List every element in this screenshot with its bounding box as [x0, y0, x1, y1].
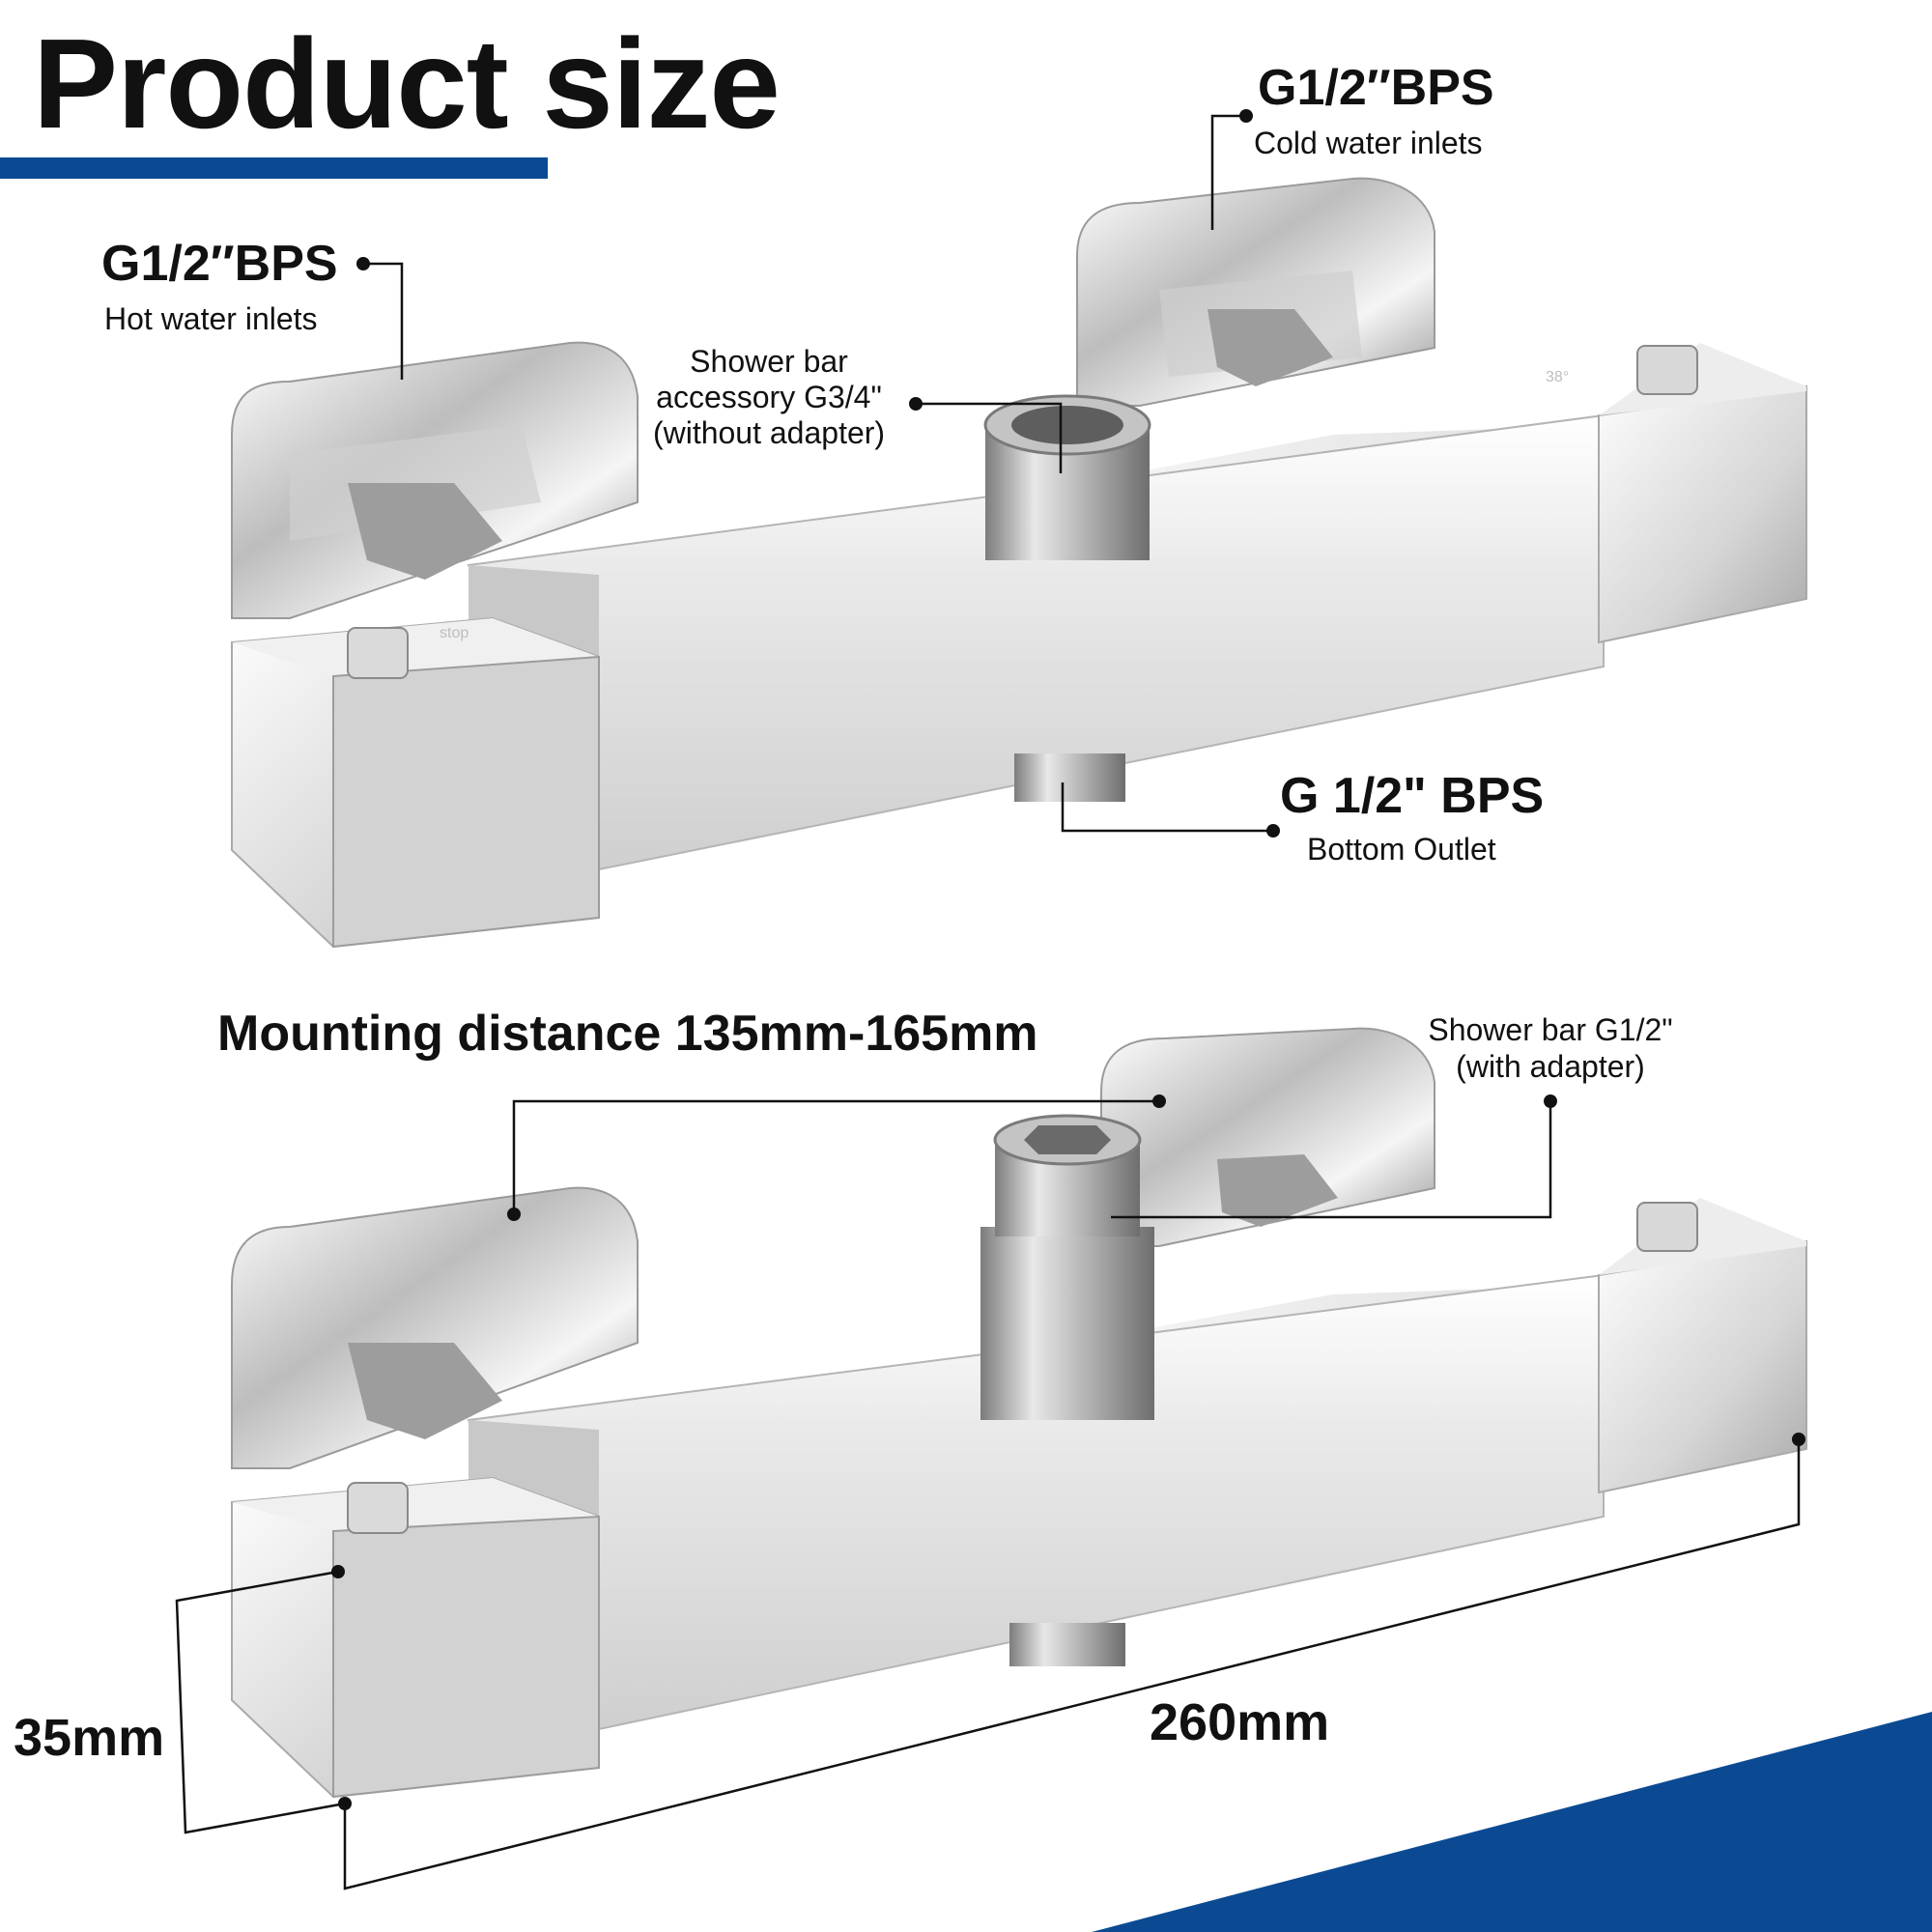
shower-bar-adapter-line2: (with adapter) — [1456, 1049, 1645, 1084]
shower-bar-top-line2: accessory G3/4" — [656, 380, 882, 414]
page-title: Product size — [33, 13, 781, 155]
adapter-pipe — [980, 1227, 1154, 1420]
mounting-distance-label: Mounting distance 135mm-165mm — [217, 1006, 1038, 1062]
corner-accent-light — [1043, 1700, 1932, 1932]
bottom-outlet-desc: Bottom Outlet — [1307, 832, 1496, 867]
shower-bar-top-line3: (without adapter) — [652, 415, 886, 450]
top-faucet: 38° stop — [231, 177, 1807, 949]
cold-inlet-desc: Cold water inlets — [1254, 126, 1483, 160]
temperature-dial-icon: 38° — [1546, 369, 1569, 385]
bottom-faucet — [231, 1027, 1807, 1799]
hot-stop-button — [347, 627, 409, 679]
hot-inlet-desc: Hot water inlets — [104, 301, 318, 336]
bottom-outlet-spec: G 1/2" BPS — [1280, 768, 1545, 824]
callout-dots — [331, 109, 1805, 1810]
title-underline — [0, 157, 548, 179]
bottom-outlet-pipe — [1014, 753, 1125, 802]
length-dimension: 260mm — [1150, 1693, 1330, 1751]
callout-lines — [175, 114, 1801, 1890]
shower-bar-adapter-line1: Shower bar G1/2" — [1428, 1012, 1673, 1047]
shower-bar-top-line1: Shower bar — [690, 344, 848, 379]
cold-stop-button — [1636, 345, 1698, 395]
cold-inlet-spec: G1/2″BPS — [1258, 60, 1494, 116]
hot-inlet-spec: G1/2″BPS — [101, 236, 338, 292]
height-dimension: 35mm — [14, 1709, 165, 1767]
shower-head-icon: stop — [440, 625, 469, 641]
